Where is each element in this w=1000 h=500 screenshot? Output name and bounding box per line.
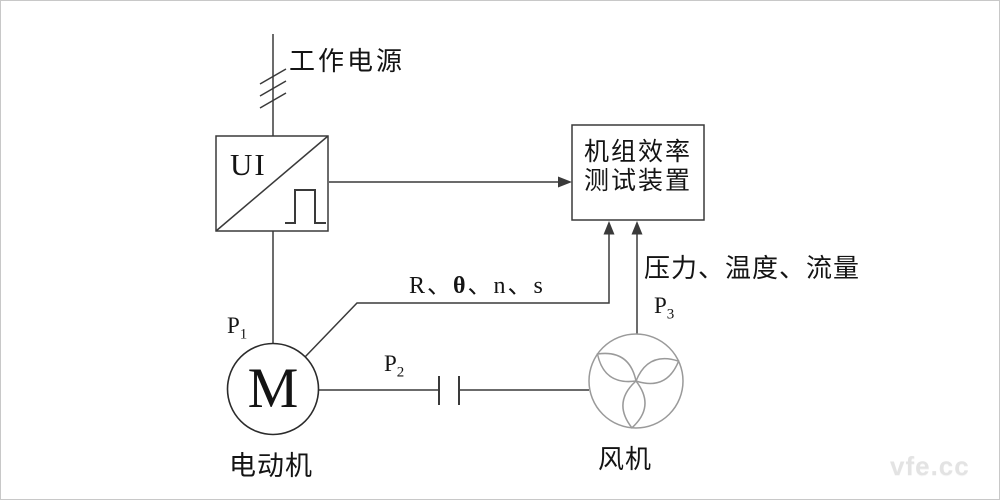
arrowhead-motor-signal — [603, 221, 615, 235]
schematic-lines — [215, 34, 705, 405]
fan-blade-right-icon — [635, 357, 680, 385]
motor-signals-suffix: 、n、s — [467, 273, 545, 299]
motor-circle — [226, 342, 320, 436]
fan-circle — [588, 333, 684, 429]
p3-subscript: 3 — [666, 306, 675, 323]
motor-symbol-label: M — [247, 357, 299, 420]
converter-diagonal — [215, 135, 329, 232]
converter-label: UI — [230, 147, 267, 182]
pulse-waveform-icon — [285, 189, 326, 224]
coupling-icon — [438, 376, 460, 405]
p2-subscript: 2 — [396, 364, 405, 381]
converter-box — [215, 135, 329, 232]
p3-base: P — [654, 293, 667, 318]
fan-blade-bottom-icon — [622, 379, 646, 429]
fan-caption: 风机 — [598, 445, 653, 474]
test-device-label-line2: 测试装置 — [583, 168, 692, 195]
power-supply-label: 工作电源 — [289, 47, 406, 76]
motor-signals-theta: θ — [453, 273, 468, 299]
test-device-label: 机组效率 测试装置 — [572, 138, 704, 196]
p2-label: P2 — [384, 351, 404, 380]
arrowhead-into-device-left — [558, 176, 572, 188]
p1-label: P1 — [227, 313, 247, 342]
motor-signal-line — [304, 232, 610, 358]
p3-label: P3 — [654, 293, 674, 322]
arrowhead-fan-signal — [631, 221, 643, 235]
motor-signals-label: R、θ、n、s — [409, 265, 545, 300]
fan-blade-top-left-icon — [596, 352, 637, 383]
p2-base: P — [384, 351, 397, 376]
three-phase-slashes-icon — [259, 68, 287, 109]
site-watermark: vfe.cc — [890, 451, 970, 481]
test-device-label-line1: 机组效率 — [583, 139, 692, 166]
p1-base: P — [227, 313, 240, 338]
test-device-box — [571, 124, 705, 221]
arrowheads — [558, 176, 643, 235]
fan-symbol — [588, 333, 684, 429]
motor-signals-prefix: R、 — [409, 273, 454, 299]
fan-signals-label: 压力、温度、流量 — [644, 254, 861, 283]
p1-subscript: 1 — [239, 326, 248, 343]
motor-caption: 电动机 — [229, 451, 313, 481]
